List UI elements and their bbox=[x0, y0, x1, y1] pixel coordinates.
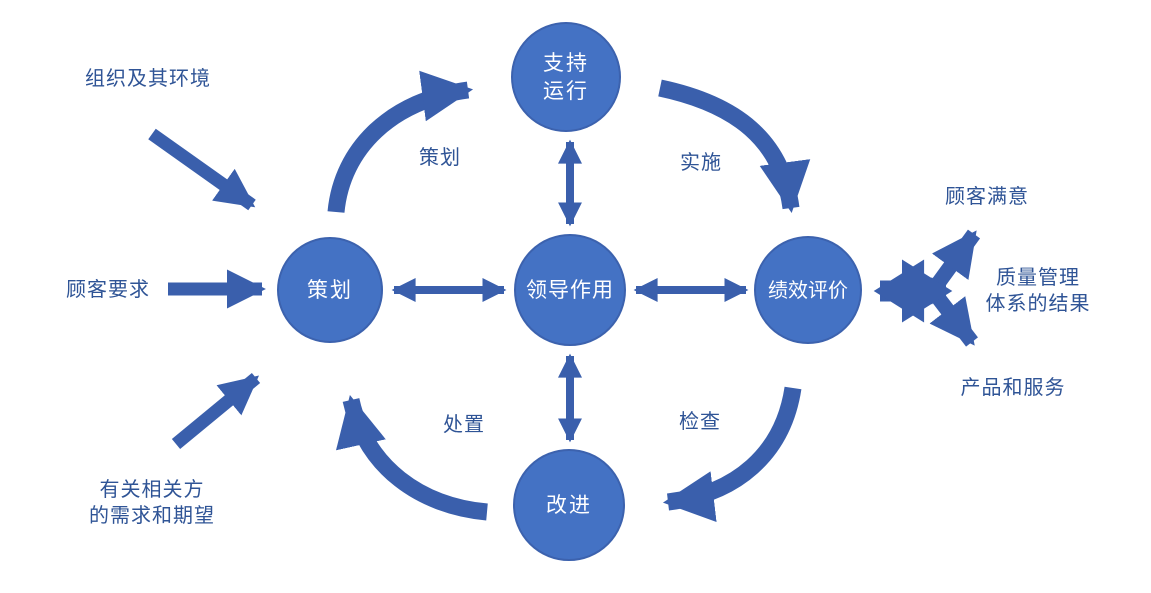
node-support-operation: 支持 运行 bbox=[511, 22, 621, 132]
node-support-operation-label-line1: 支持 bbox=[543, 50, 589, 75]
node-performance-evaluation-label: 绩效评价 bbox=[768, 277, 848, 302]
cycle-label-act: 处置 bbox=[443, 412, 485, 436]
label-customer-satisfaction: 顾客满意 bbox=[945, 184, 1029, 208]
label-organization-environment: 组织及其环境 bbox=[85, 66, 211, 90]
label-qms-results-line1: 质量管理 bbox=[996, 265, 1080, 289]
label-interested-parties: 有关相关方 的需求和期望 bbox=[89, 476, 215, 528]
node-leadership: 领导作用 bbox=[514, 234, 626, 346]
node-improvement: 改进 bbox=[513, 449, 625, 561]
input-arrow-organization bbox=[148, 128, 256, 211]
curve-arrow-act bbox=[336, 395, 488, 521]
label-interested-parties-line2: 的需求和期望 bbox=[89, 503, 215, 527]
node-performance-evaluation: 绩效评价 bbox=[754, 236, 862, 344]
label-products-services: 产品和服务 bbox=[960, 375, 1066, 399]
curve-arrow-do bbox=[658, 79, 811, 214]
curve-arrow-plan bbox=[327, 70, 474, 214]
curve-arrow-check bbox=[662, 386, 802, 522]
label-customer-requirements: 顾客要求 bbox=[66, 277, 150, 301]
node-plan-label: 策划 bbox=[307, 277, 353, 302]
label-qms-results: 质量管理 体系的结果 bbox=[986, 264, 1091, 316]
cycle-label-do: 实施 bbox=[680, 150, 722, 174]
node-support-operation-label-line2: 运行 bbox=[543, 79, 589, 103]
cycle-label-plan: 策划 bbox=[419, 145, 461, 169]
node-improvement-label: 改进 bbox=[546, 492, 592, 517]
label-qms-results-line2: 体系的结果 bbox=[985, 291, 1091, 315]
cycle-label-check: 检查 bbox=[679, 409, 721, 433]
input-arrow-interested-parties bbox=[171, 372, 261, 450]
node-plan: 策划 bbox=[277, 237, 383, 343]
node-leadership-label: 领导作用 bbox=[526, 277, 614, 302]
label-interested-parties-line1: 有关相关方 bbox=[99, 477, 205, 501]
